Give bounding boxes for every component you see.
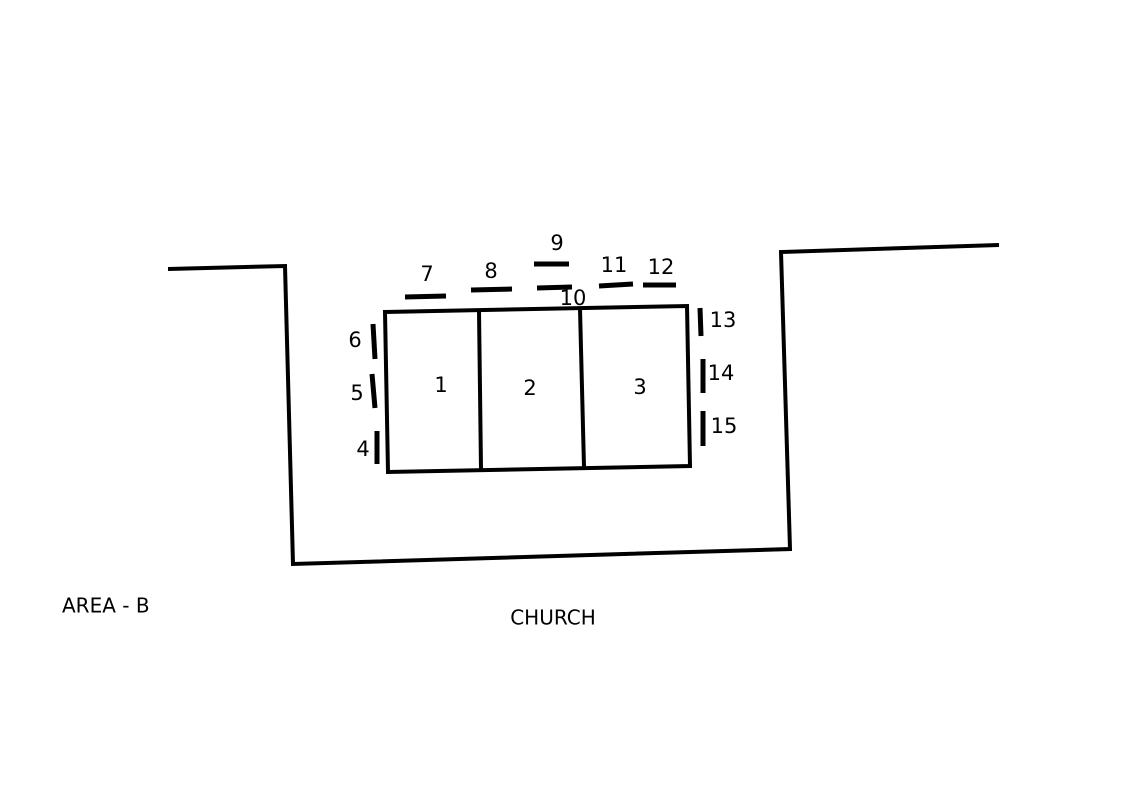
room-divider — [477, 310, 483, 470]
marker-line-10 — [536, 284, 573, 291]
marker-label-11: 11 — [601, 253, 628, 277]
marker-label-4: 4 — [356, 437, 369, 461]
marker-label-8: 8 — [484, 259, 497, 283]
church-label: CHURCH — [510, 606, 596, 630]
marker-label-6: 6 — [348, 328, 361, 352]
marker-label-9: 9 — [550, 231, 563, 255]
church-outline — [167, 243, 1000, 567]
marker-label-12: 12 — [648, 255, 675, 279]
area-label: AREA - B — [62, 594, 150, 618]
room-divider — [578, 308, 586, 468]
marker-label-7: 7 — [420, 262, 433, 286]
marker-line-11 — [598, 281, 634, 289]
marker-label-5: 5 — [350, 381, 363, 405]
marker-line-13 — [697, 307, 704, 337]
marker-label-10: 10 — [560, 286, 587, 310]
room-label-1: 1 — [434, 373, 447, 397]
room-label-2: 2 — [523, 376, 536, 400]
marker-line-7 — [404, 293, 447, 300]
marker-line-6 — [370, 323, 378, 360]
marker-label-14: 14 — [708, 361, 735, 385]
marker-line-8 — [470, 286, 513, 293]
building-outline — [382, 303, 693, 475]
marker-label-13: 13 — [710, 308, 737, 332]
room-label-3: 3 — [633, 375, 646, 399]
marker-label-15: 15 — [711, 414, 738, 438]
marker-line-5 — [369, 373, 378, 409]
